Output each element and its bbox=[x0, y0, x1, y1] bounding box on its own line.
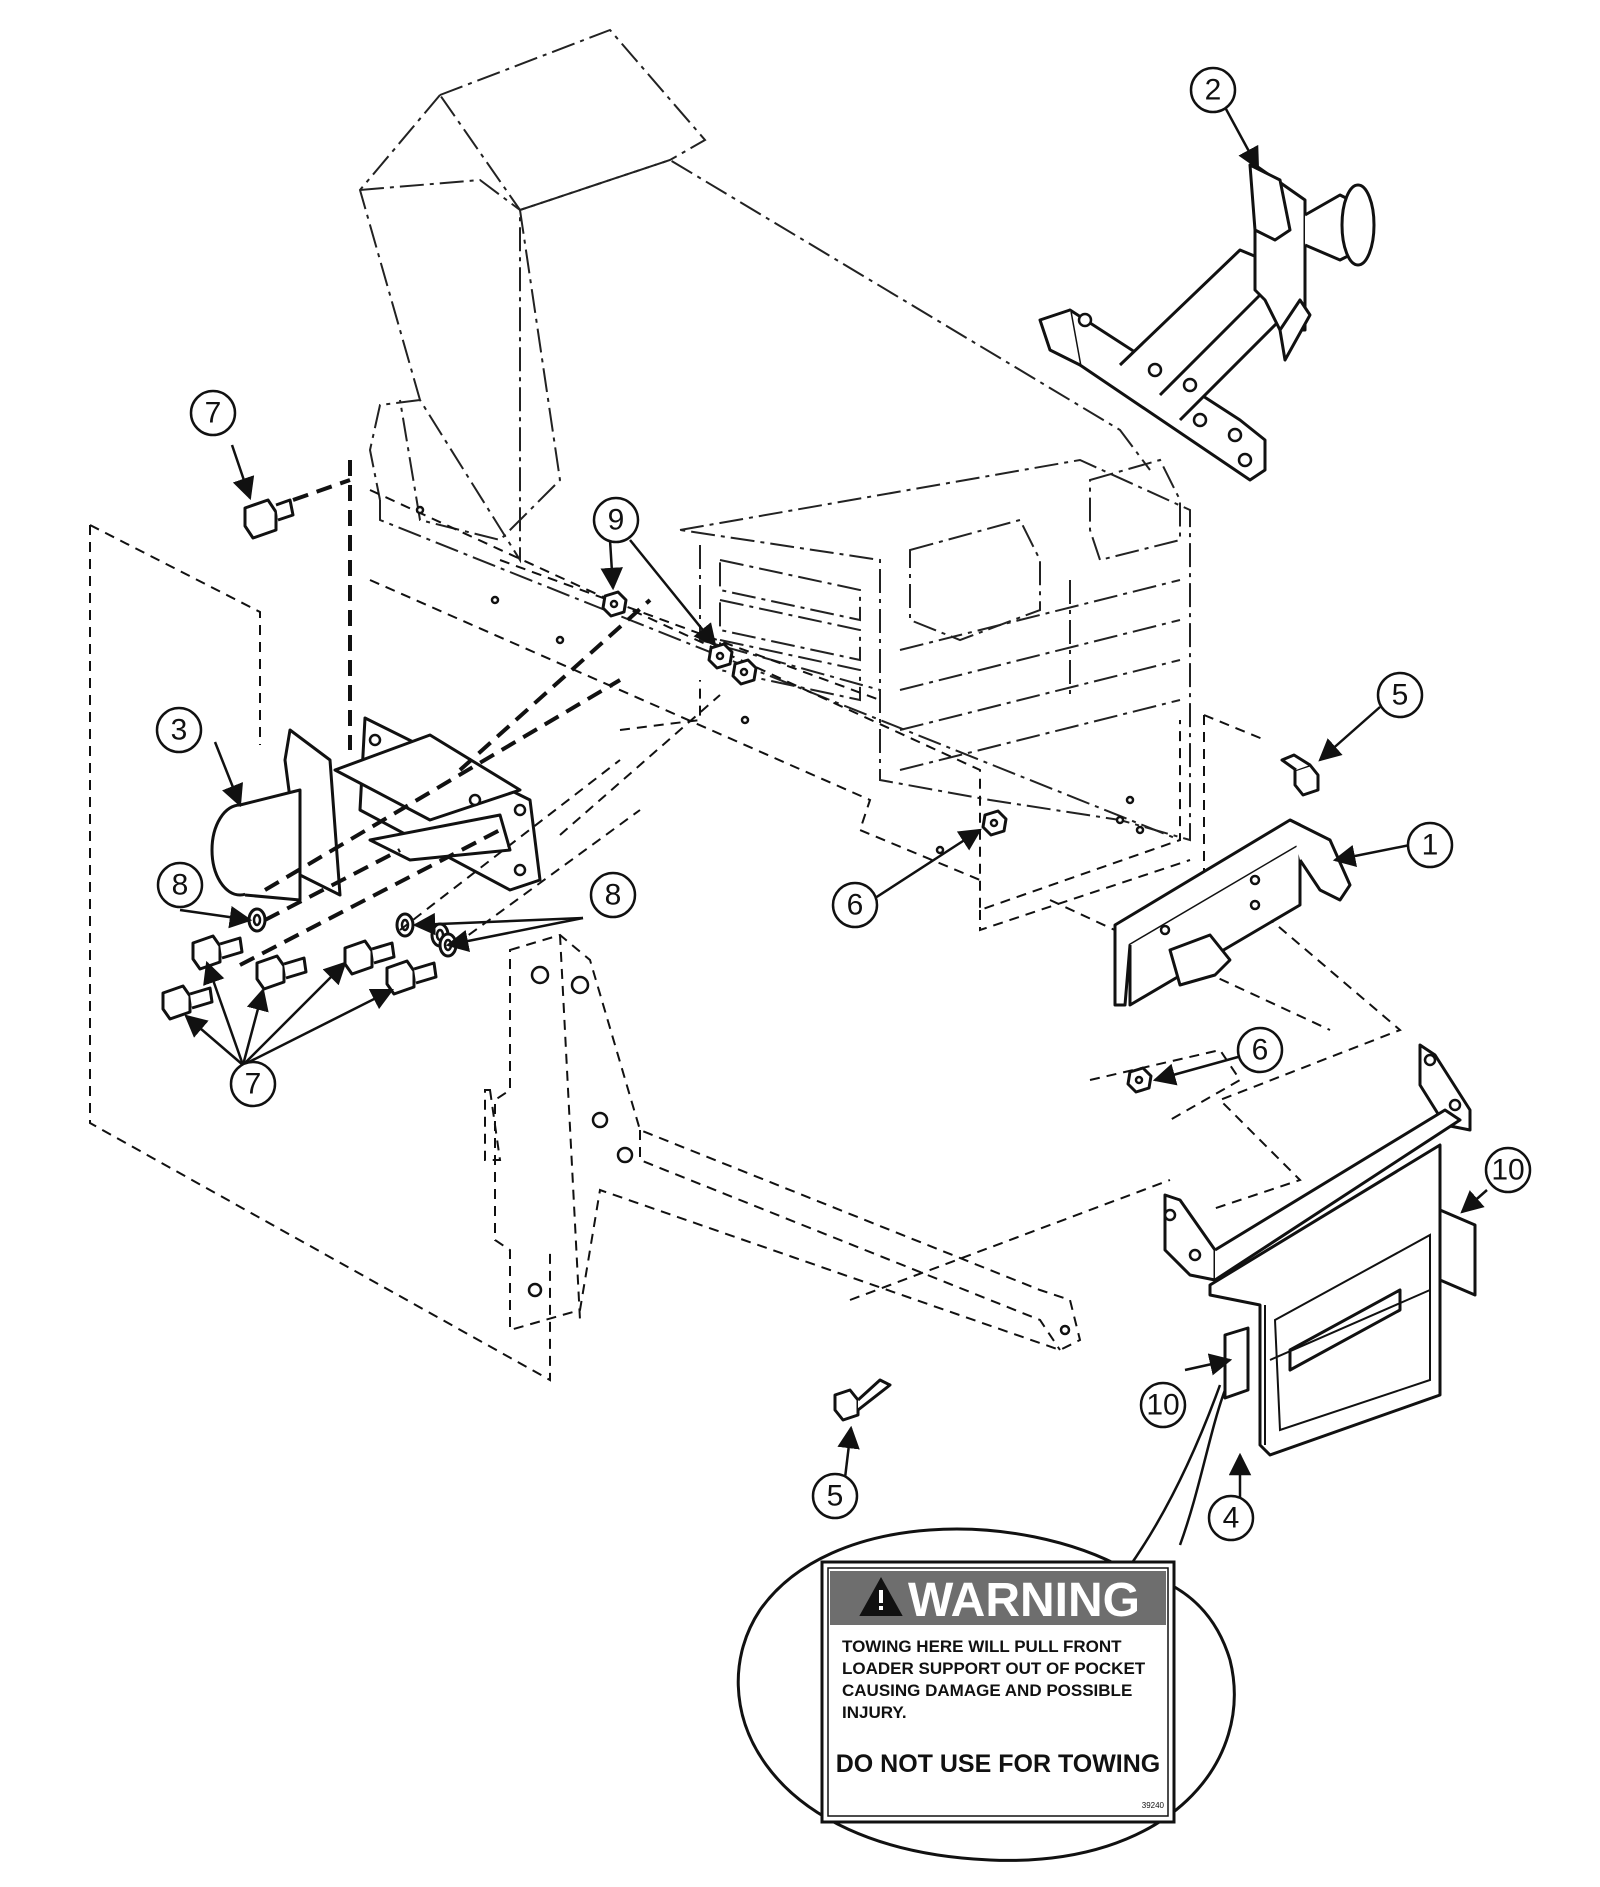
callout-number: 7 bbox=[205, 397, 222, 430]
callout-6-pocket: 6 bbox=[1236, 1026, 1284, 1074]
warning-title: WARNING bbox=[908, 1574, 1140, 1627]
loader-mount-phantom bbox=[484, 933, 1082, 1352]
callout-number: 4 bbox=[1223, 1502, 1240, 1535]
callout-1: 1 bbox=[1406, 821, 1454, 869]
warning-body-line: LOADER SUPPORT OUT OF POCKET bbox=[842, 1659, 1146, 1678]
bolt-icon bbox=[161, 984, 214, 1021]
bolt-icon bbox=[191, 934, 244, 971]
nut-icon bbox=[731, 658, 758, 686]
warning-code: 39240 bbox=[1142, 1801, 1165, 1810]
callout-10-pocket: 10 bbox=[1139, 1381, 1187, 1429]
nut-icon bbox=[1126, 1066, 1153, 1094]
bolt-icon bbox=[255, 954, 308, 991]
callout-number: 8 bbox=[605, 879, 622, 912]
callout-7-top: 7 bbox=[189, 389, 237, 437]
callout-10-decal: 10 bbox=[1484, 1146, 1532, 1194]
callout-5-top: 5 bbox=[1376, 671, 1424, 719]
bolt-icon bbox=[833, 1378, 892, 1422]
callout-6-frame: 6 bbox=[831, 881, 879, 929]
callout-number: 6 bbox=[1252, 1034, 1269, 1067]
callout-8-right: 8 bbox=[589, 871, 637, 919]
tractor-phantom-outline bbox=[358, 28, 1191, 932]
callout-number: 5 bbox=[1392, 679, 1409, 712]
warning-body-line: TOWING HERE WILL PULL FRONT bbox=[842, 1637, 1122, 1656]
bolt-icon bbox=[243, 498, 295, 540]
callout-number: 8 bbox=[172, 869, 189, 902]
callout-5-bottom: 5 bbox=[811, 1472, 859, 1520]
warning-decal-callout: WARNING TOWING HERE WILL PULL FRONT LOAD… bbox=[736, 1527, 1236, 1862]
callout-8-left: 8 bbox=[156, 861, 204, 909]
callout-4: 4 bbox=[1207, 1494, 1255, 1542]
bolt-icon bbox=[385, 959, 438, 996]
callout-number: 9 bbox=[608, 504, 625, 537]
loader-support-part-1 bbox=[1113, 818, 1352, 1007]
nut-icon bbox=[981, 809, 1008, 837]
callout-number: 2 bbox=[1205, 74, 1222, 107]
leader-lines bbox=[179, 97, 1488, 1571]
callout-number: 6 bbox=[847, 889, 864, 922]
front-pocket-part-4 bbox=[1163, 1043, 1477, 1457]
nut-icon bbox=[707, 642, 734, 670]
nut-icon bbox=[601, 590, 628, 618]
callout-number: 10 bbox=[1491, 1154, 1524, 1187]
callout-number: 1 bbox=[1422, 829, 1439, 862]
warning-body-line: CAUSING DAMAGE AND POSSIBLE bbox=[842, 1681, 1132, 1700]
front-hitch-part-2 bbox=[1038, 163, 1376, 482]
callout-number: 5 bbox=[827, 1480, 844, 1513]
bolt-icon bbox=[1280, 753, 1320, 797]
warning-triangle-icon bbox=[859, 1576, 903, 1616]
fasteners bbox=[161, 460, 1320, 1422]
callout-3: 3 bbox=[155, 706, 203, 754]
warning-footer: DO NOT USE FOR TOWING bbox=[836, 1750, 1161, 1778]
callout-2: 2 bbox=[1189, 66, 1237, 114]
callout-7-bottom: 7 bbox=[229, 1060, 277, 1108]
callout-number: 10 bbox=[1146, 1389, 1179, 1422]
callout-number: 3 bbox=[171, 714, 188, 747]
warning-body-line: INJURY. bbox=[842, 1703, 907, 1722]
callout-9: 9 bbox=[592, 496, 640, 544]
callout-number: 7 bbox=[245, 1068, 262, 1101]
hitch-bracket-part-3 bbox=[210, 716, 542, 902]
washer-icon bbox=[247, 907, 267, 933]
